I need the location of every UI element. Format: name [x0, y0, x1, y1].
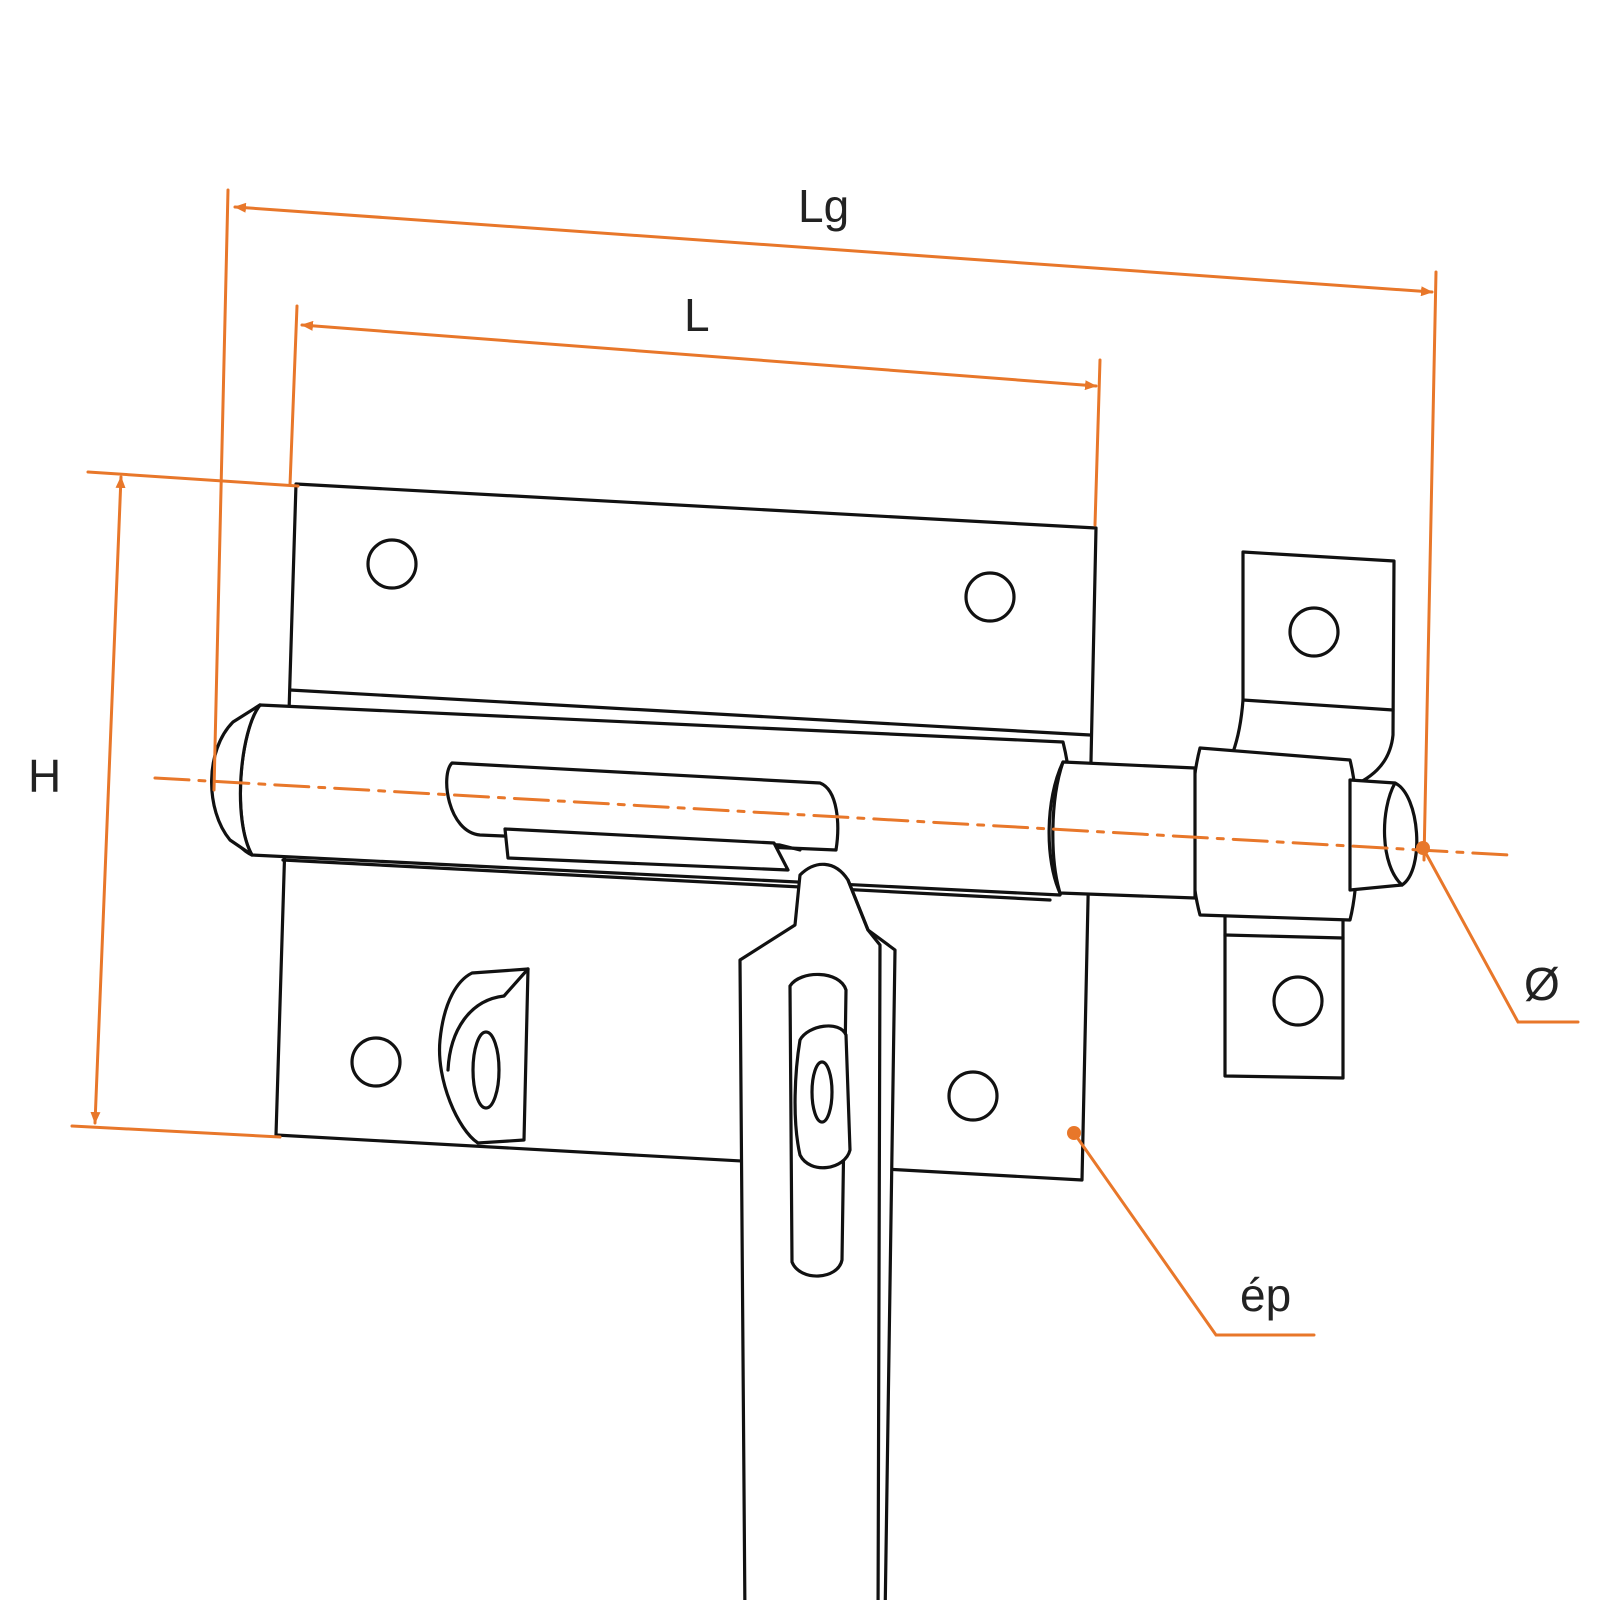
extension-line-right-outer	[1422, 270, 1438, 862]
extension-line-left-outer	[212, 188, 230, 792]
keeper-hole-bottom	[1272, 975, 1324, 1027]
keeper-hole-top	[1288, 606, 1340, 658]
extension-line-right-plate	[1093, 358, 1102, 527]
bolt-barrel	[210, 703, 1074, 897]
extension-line-top	[86, 470, 300, 488]
thickness-label: ép	[1240, 1269, 1291, 1321]
plate-fold-line	[288, 688, 1092, 737]
dimension-line-overall-length	[233, 202, 1434, 297]
height-label: H	[28, 750, 61, 802]
dimension-line-plate-length	[300, 320, 1098, 391]
padlock-staple	[437, 967, 530, 1145]
diameter-label: Ø	[1524, 958, 1560, 1010]
screw-hole-top-left	[366, 538, 418, 590]
diameter-leader-line	[1421, 846, 1580, 1024]
bolt-center-line	[153, 776, 1510, 857]
bolt-keeper	[1189, 550, 1419, 1080]
screw-hole-bottom-left	[350, 1036, 402, 1088]
extension-line-left-inner	[288, 304, 299, 487]
bolt-shaft	[1047, 760, 1197, 900]
screw-hole-top-right	[964, 571, 1016, 623]
plate-length-label: L	[684, 289, 710, 341]
extension-line-bottom	[70, 1124, 282, 1139]
bolt-drawing	[210, 482, 1419, 1600]
bolt-handle	[738, 862, 897, 1600]
overall-length-label: Lg	[798, 180, 849, 232]
screw-hole-bottom-right	[947, 1070, 999, 1122]
thickness-leader-line	[1072, 1131, 1316, 1337]
dimension-annotations	[70, 188, 1580, 1337]
plate-lower-edge-line	[281, 858, 1052, 902]
dimension-line-height	[90, 475, 126, 1125]
